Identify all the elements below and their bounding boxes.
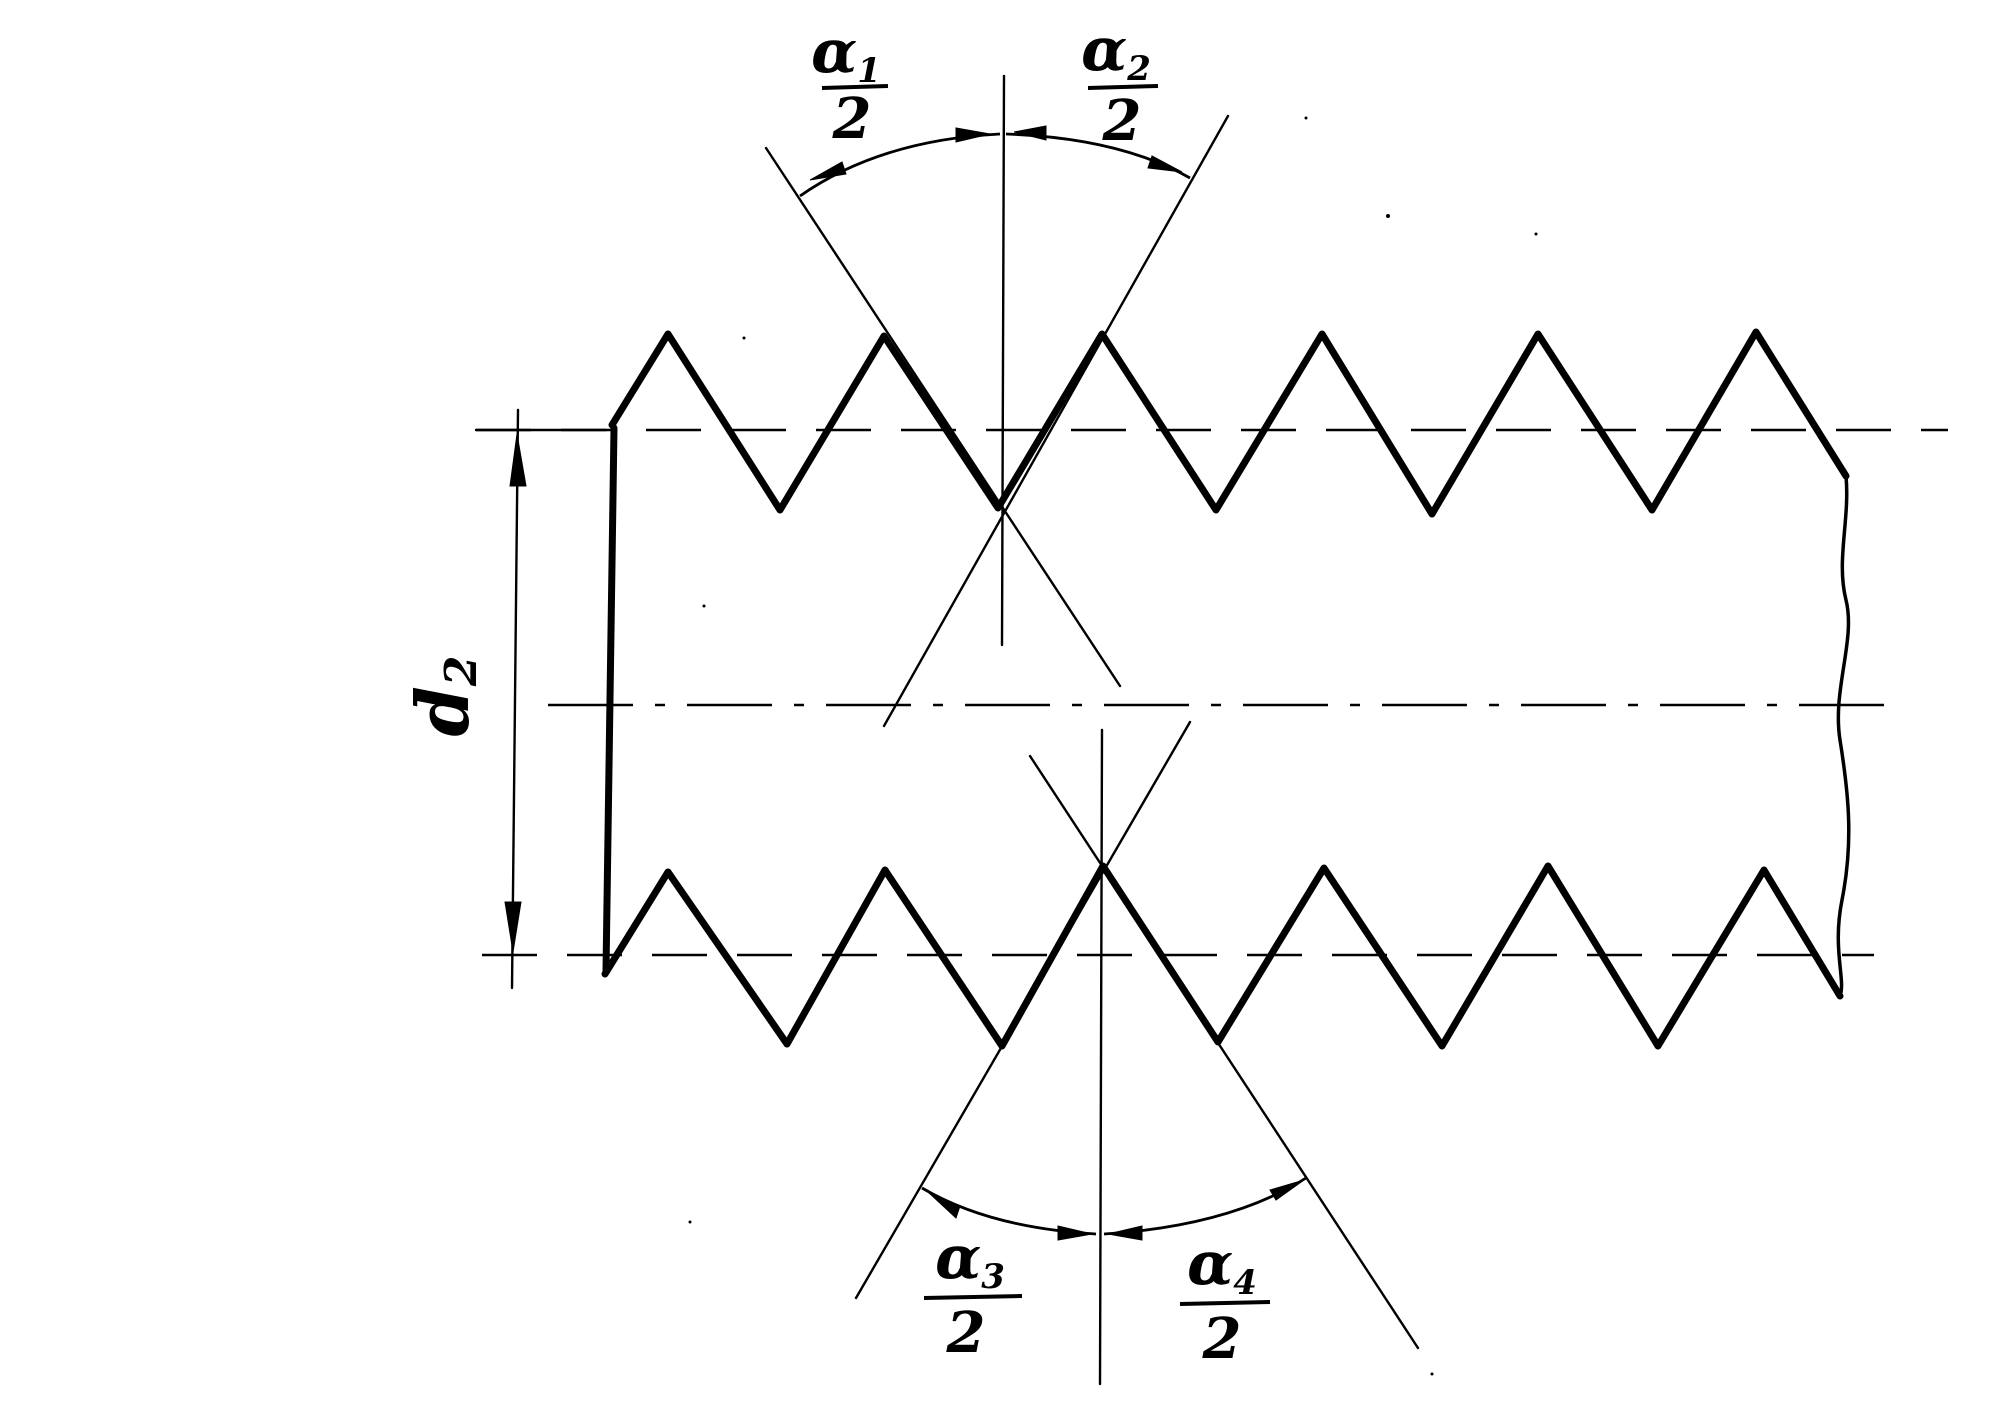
lower-flank-extension-left bbox=[854, 720, 1192, 1300]
label-alpha2-over-2: α2 2 bbox=[1081, 15, 1159, 154]
upper-flank-extension-left bbox=[764, 146, 1122, 688]
alpha1-arrow-left bbox=[809, 161, 847, 181]
alpha4-arrow-left bbox=[1107, 1225, 1143, 1241]
svg-text:2: 2 bbox=[946, 1300, 986, 1366]
label-d2: d2 bbox=[400, 656, 487, 737]
svg-text:α1: α1 bbox=[811, 17, 881, 91]
alpha2-arrow-right bbox=[1147, 155, 1183, 173]
label-alpha3-over-2: α3 2 bbox=[923, 1223, 1023, 1366]
alpha3-arrow-right bbox=[1057, 1225, 1093, 1241]
alpha1-arc bbox=[799, 132, 1001, 198]
alpha1-arrow-right bbox=[955, 127, 991, 143]
svg-text:2: 2 bbox=[832, 86, 872, 152]
alpha3-arrow-left bbox=[927, 1191, 961, 1219]
upper-thread-profile bbox=[608, 328, 1850, 518]
d2-dimension-line bbox=[510, 408, 520, 990]
svg-text:2: 2 bbox=[1102, 88, 1142, 154]
label-alpha1-over-2: α1 2 bbox=[811, 17, 889, 152]
right-break-line bbox=[1836, 474, 1851, 998]
svg-text:2: 2 bbox=[1202, 1306, 1242, 1372]
alpha2-arc bbox=[1005, 132, 1191, 180]
svg-text:α4: α4 bbox=[1187, 1229, 1257, 1303]
alpha2-arrow-left bbox=[1013, 125, 1047, 141]
upper-flank-extension-right bbox=[882, 114, 1230, 728]
alpha4-arc bbox=[1103, 1176, 1307, 1236]
label-alpha4-over-2: α4 2 bbox=[1179, 1229, 1271, 1372]
lower-flank-extension-right bbox=[1028, 754, 1420, 1350]
left-end-line bbox=[602, 424, 618, 974]
d2-arrow-bottom bbox=[504, 901, 522, 953]
d2-arrow-top bbox=[509, 433, 527, 487]
upper-perpendicular-line bbox=[1000, 74, 1006, 647]
svg-text:d2: d2 bbox=[400, 656, 487, 737]
svg-text:α2: α2 bbox=[1081, 15, 1151, 89]
svg-text:α3: α3 bbox=[935, 1223, 1005, 1297]
alpha4-arrow-right bbox=[1269, 1179, 1305, 1201]
lower-perpendicular-line bbox=[1098, 728, 1104, 1386]
